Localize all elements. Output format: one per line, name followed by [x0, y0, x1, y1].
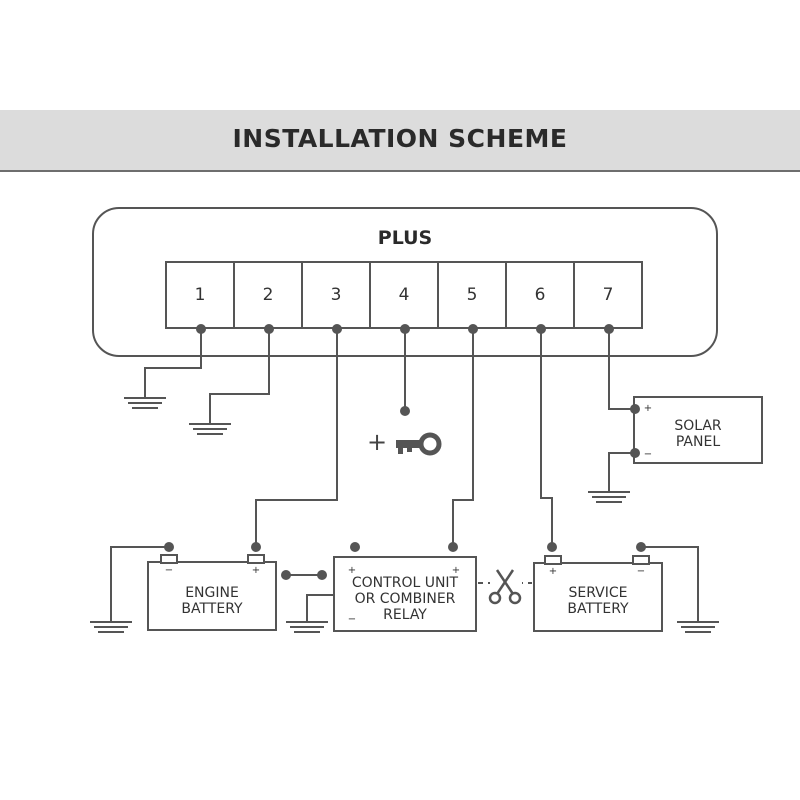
service-battery — [533, 555, 663, 632]
device-name: PLUS — [378, 227, 432, 249]
control-unit-label-line3: RELAY — [383, 607, 427, 623]
key-icon — [396, 432, 442, 456]
ground-icon — [286, 621, 328, 633]
wire-engine-battery-ground — [110, 546, 170, 623]
service-battery-plus-dot — [547, 542, 557, 552]
terminal-4 — [369, 261, 439, 329]
engine-battery-plus-dot — [251, 542, 261, 552]
solar-panel-plus-label: + — [644, 403, 652, 414]
wire-terminal-7-solar-panel — [608, 328, 636, 410]
terminal-label-4: 4 — [399, 285, 410, 305]
solar-panel — [633, 396, 763, 464]
engine-battery-label-line1: ENGINE — [185, 585, 239, 601]
engine-battery-label-line2: BATTERY — [181, 601, 243, 617]
terminal-label-1: 1 — [195, 285, 206, 305]
service-battery-body — [533, 562, 663, 632]
ignition-dot — [400, 406, 410, 416]
service-battery-label-line1: SERVICE — [568, 585, 627, 601]
service-battery-minus-post — [632, 555, 650, 565]
service-battery-plus-label: + — [549, 566, 557, 577]
engine-battery-minus-label: − — [165, 565, 173, 576]
terminal-label-2: 2 — [263, 285, 274, 305]
terminal-7 — [573, 261, 643, 329]
solar-panel-minus-label: − — [644, 449, 652, 460]
ground-icon — [677, 621, 719, 633]
engine-battery-plus-post — [247, 554, 265, 564]
scissors-icon — [488, 569, 522, 605]
wire-service-battery-ground — [640, 546, 699, 623]
wire-terminal-2-ground — [209, 328, 270, 425]
control-unit-label-line2: OR COMBINER — [355, 591, 456, 607]
service-battery-label-line2: BATTERY — [567, 601, 629, 617]
terminal-6 — [505, 261, 575, 329]
terminal-label-7: 7 — [603, 285, 614, 305]
wire-control-unit-ground — [306, 594, 335, 623]
link-dot-left — [281, 570, 291, 580]
ground-icon — [189, 423, 231, 435]
ground-icon — [90, 621, 132, 633]
terminal-strip: 1 2 3 4 5 6 7 — [165, 261, 643, 329]
terminal-label-5: 5 — [467, 285, 478, 305]
engine-battery-plus-label: + — [252, 565, 260, 576]
control-unit-plus-left-label: + — [348, 565, 356, 576]
solar-panel-plus-dot — [630, 404, 640, 414]
terminal-2 — [233, 261, 303, 329]
engine-battery — [147, 554, 277, 631]
control-unit-label-line1: CONTROL UNIT — [352, 575, 459, 591]
engine-battery-minus-post — [160, 554, 178, 564]
ground-icon — [124, 397, 166, 409]
page-title: INSTALLATION SCHEME — [232, 123, 568, 153]
service-battery-minus-label: − — [637, 566, 645, 577]
control-unit-plus-left-dot — [350, 542, 360, 552]
header-band: INSTALLATION SCHEME — [0, 110, 800, 172]
solar-panel-label-line2: PANEL — [676, 434, 720, 450]
terminal-label-3: 3 — [331, 285, 342, 305]
control-unit-minus-label: − — [348, 614, 356, 625]
ground-icon — [588, 491, 630, 503]
solar-panel-label-line1: SOLAR — [674, 418, 722, 434]
control-unit-plus-right-label: + — [452, 565, 460, 576]
terminal-label-6: 6 — [535, 285, 546, 305]
ignition-plus-label: + — [367, 428, 387, 456]
engine-battery-body — [147, 561, 277, 631]
wire-terminal-6-service-battery — [540, 328, 553, 548]
link-dot-right — [317, 570, 327, 580]
wire-terminal-5-control-unit — [452, 328, 474, 548]
service-battery-plus-post — [544, 555, 562, 565]
control-unit-plus-right-dot — [448, 542, 458, 552]
wire-solar-panel-ground — [608, 452, 636, 493]
wire-terminal-3-engine-battery — [255, 328, 338, 548]
wire-terminal-1-ground — [144, 328, 202, 399]
